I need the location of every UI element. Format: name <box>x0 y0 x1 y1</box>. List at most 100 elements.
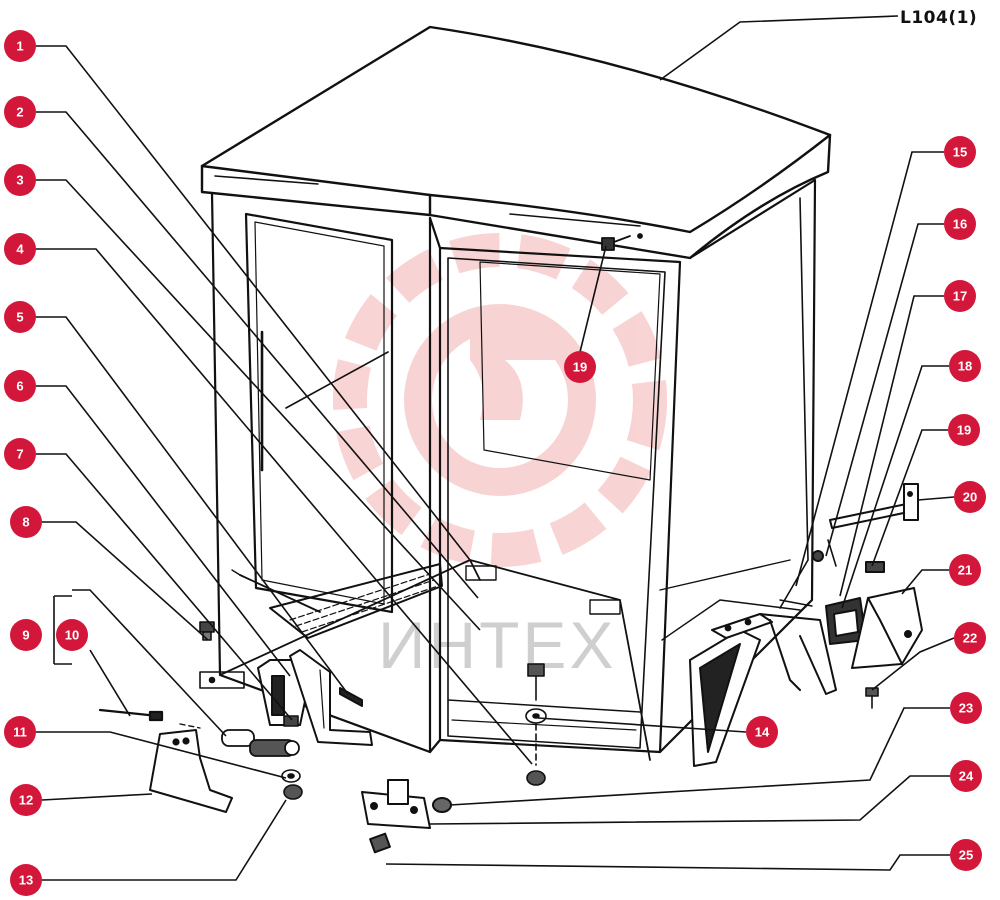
callout-20: 20 <box>954 481 986 513</box>
callout-number: 8 <box>22 515 29 530</box>
hinge-plate <box>361 779 452 854</box>
callout-marker <box>950 760 982 792</box>
mount-bracket <box>149 729 233 813</box>
callout-number: 24 <box>959 769 974 784</box>
callout-number: 1 <box>16 39 23 54</box>
callout-15: 15 <box>944 136 976 168</box>
callout-marker <box>56 619 88 651</box>
cab-floor <box>219 559 651 761</box>
callout-number: 18 <box>958 359 972 374</box>
leader-lines <box>36 15 955 881</box>
callout-marker <box>10 506 42 538</box>
callout-1: 1 <box>4 30 36 62</box>
callout-25: 25 <box>950 839 982 871</box>
callout-number: 10 <box>65 628 79 643</box>
reference-code: L104(1) <box>900 8 977 28</box>
callout-9: 9 <box>10 619 42 651</box>
callout-12: 12 <box>10 784 42 816</box>
watermark-text: ИНТЕХ <box>378 608 616 682</box>
callout-number: 25 <box>959 848 973 863</box>
callout-number: 9 <box>22 628 29 643</box>
callout-marker <box>10 864 42 896</box>
callout-number: 22 <box>963 631 977 646</box>
callout-marker <box>4 301 36 333</box>
callout-marker <box>4 438 36 470</box>
callout-marker <box>4 164 36 196</box>
latch-bar <box>812 483 919 573</box>
callout-2: 2 <box>4 96 36 128</box>
callout-marker <box>4 716 36 748</box>
callout-marker <box>944 208 976 240</box>
callout-11: 11 <box>4 716 36 748</box>
callout-number: 17 <box>953 289 967 304</box>
callout-6: 6 <box>4 370 36 402</box>
callout-marker <box>4 233 36 265</box>
callout-marker <box>10 619 42 651</box>
callout-marker <box>746 716 778 748</box>
callout-number: 11 <box>13 725 27 740</box>
callout-marker <box>944 136 976 168</box>
callout-number: 4 <box>16 242 24 257</box>
callout-number: 13 <box>19 873 33 888</box>
callout-number: 23 <box>959 701 973 716</box>
callout-number: 7 <box>16 447 23 462</box>
callout-16: 16 <box>944 208 976 240</box>
callout-number: 3 <box>16 173 23 188</box>
callout-marker <box>944 280 976 312</box>
callout-number: 15 <box>953 145 967 160</box>
callout-marker <box>4 96 36 128</box>
callout-marker <box>564 351 596 383</box>
hinge-cylinder <box>221 729 300 757</box>
callout-19: 19 <box>948 414 980 446</box>
callout-7: 7 <box>4 438 36 470</box>
callout-18: 18 <box>949 350 981 382</box>
washer-nut <box>281 715 303 800</box>
callout-22: 22 <box>954 622 986 654</box>
screw-22 <box>865 687 879 709</box>
callout-3: 3 <box>4 164 36 196</box>
corner-plate <box>199 671 245 689</box>
callout-24: 24 <box>950 760 982 792</box>
callout-marker <box>948 414 980 446</box>
callout-number: 12 <box>19 793 33 808</box>
callout-marker <box>954 481 986 513</box>
rear-support-bracket <box>689 599 837 767</box>
callout-13: 13 <box>10 864 42 896</box>
callout-marker <box>4 370 36 402</box>
callout-10: 10 <box>56 619 88 651</box>
callout-marker <box>950 692 982 724</box>
callout-number: 5 <box>16 310 23 325</box>
callout-19: 19 <box>564 351 596 383</box>
callout-number: 21 <box>958 563 972 578</box>
callout-17: 17 <box>944 280 976 312</box>
callout-23: 23 <box>950 692 982 724</box>
callout-number: 19 <box>957 423 971 438</box>
callout-number: 20 <box>963 490 977 505</box>
hinge-bolt-19 <box>601 233 643 251</box>
callout-14: 14 <box>746 716 778 748</box>
bolt-stack <box>525 663 547 786</box>
callout-number: 19 <box>573 360 587 375</box>
callout-marker <box>949 554 981 586</box>
step-bracket <box>257 649 373 746</box>
callout-marker <box>949 350 981 382</box>
callout-8: 8 <box>10 506 42 538</box>
callout-number: 6 <box>16 379 23 394</box>
callout-marker <box>954 622 986 654</box>
callout-marker <box>950 839 982 871</box>
callout-number: 2 <box>16 105 23 120</box>
callout-number: 14 <box>755 725 770 740</box>
pin-rod <box>98 708 201 729</box>
handle-cover <box>851 587 923 669</box>
callout-marker <box>10 784 42 816</box>
callout-21: 21 <box>949 554 981 586</box>
callout-4: 4 <box>4 233 36 265</box>
callout-number: 16 <box>953 217 967 232</box>
watermark <box>333 233 667 567</box>
callout-5: 5 <box>4 301 36 333</box>
callout-marker <box>4 30 36 62</box>
cab-roof <box>200 25 832 260</box>
